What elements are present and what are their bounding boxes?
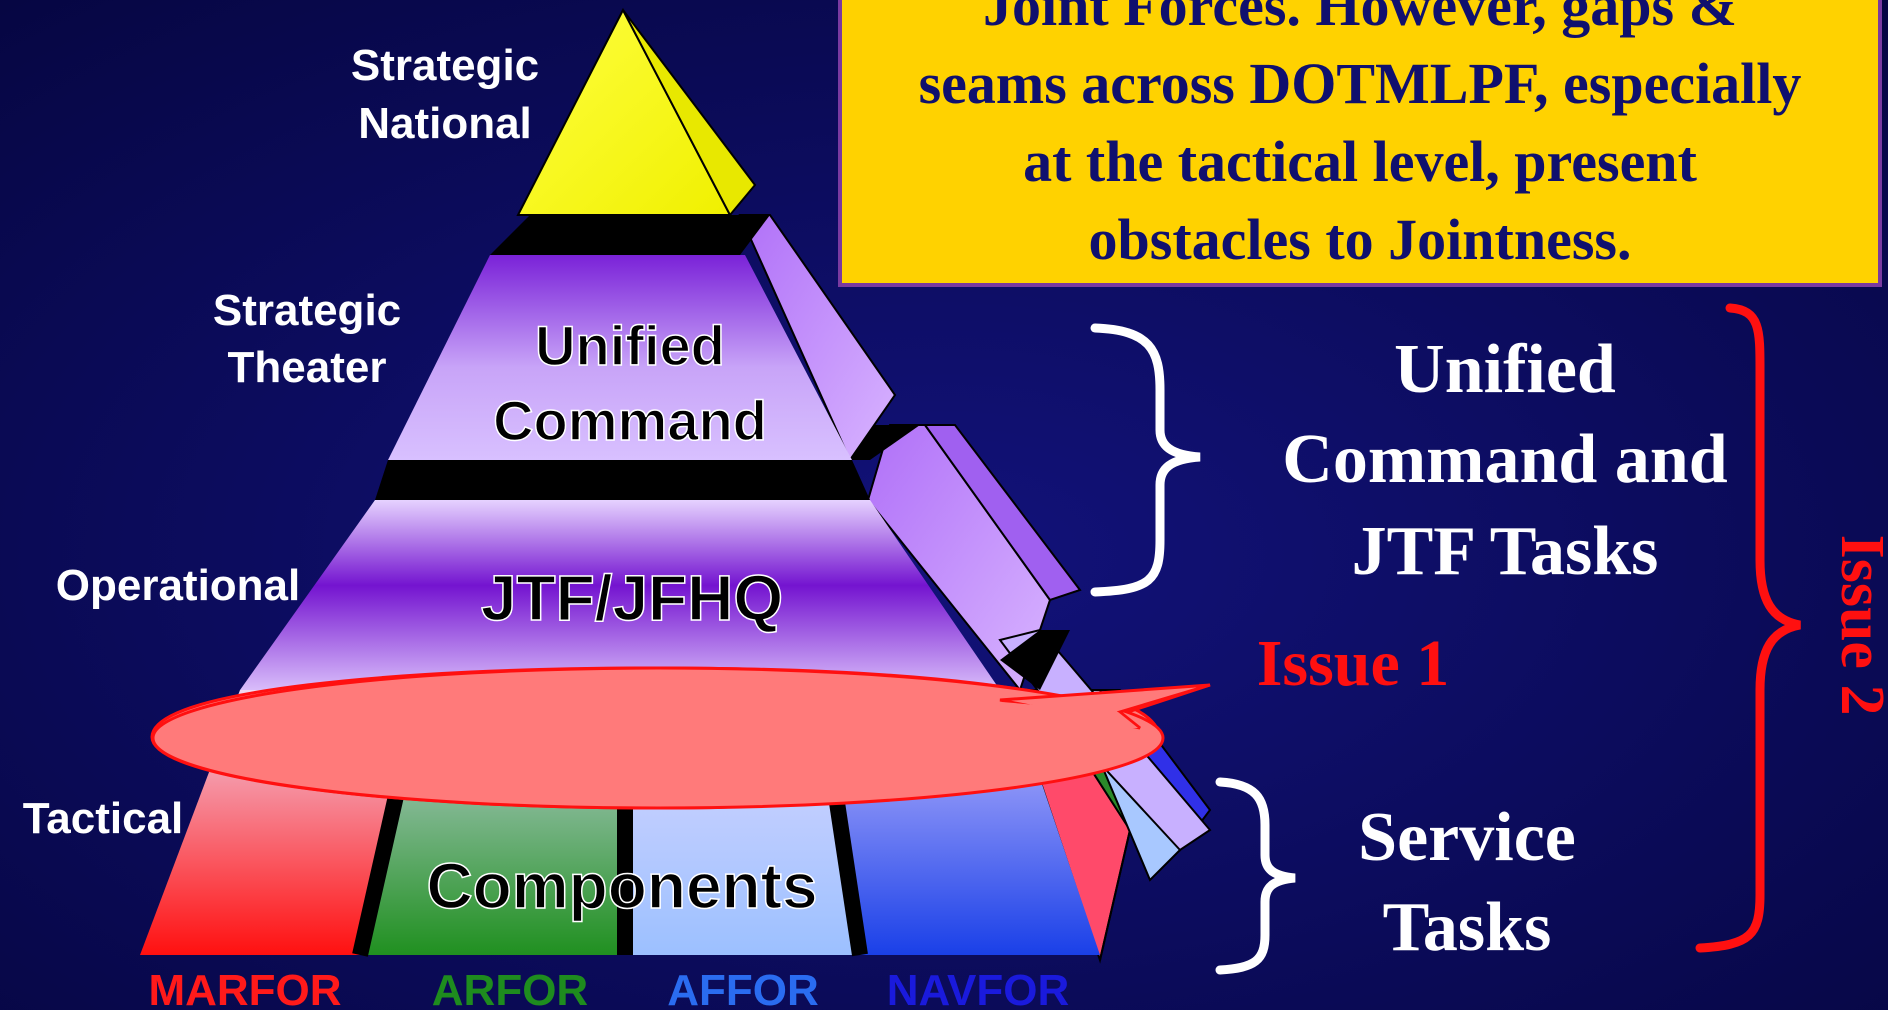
level-strategic-theater-1: Strategic <box>213 286 401 335</box>
callout-line-3: at the tactical level, present <box>1023 129 1697 194</box>
jtf-label: JTF/JFHQ <box>481 562 783 634</box>
callout-line-2: seams across DOTMLPF, especially <box>919 51 1802 116</box>
unified-command-label-1: Unified <box>535 314 725 377</box>
callout-line-4: obstacles to Jointness. <box>1089 207 1632 272</box>
callout-line-1: Joint Forces. However, gaps & <box>983 0 1737 38</box>
level-operational: Operational <box>56 561 301 610</box>
unified-command-tier <box>388 255 852 460</box>
unified-command-label-2: Command <box>493 389 767 452</box>
strategic-national-apex <box>516 7 757 217</box>
components-label: Components <box>426 850 817 922</box>
issue1-ellipse <box>151 666 1165 810</box>
level-strategic-theater-2: Theater <box>228 343 387 392</box>
level-strategic-national-2: National <box>358 99 532 148</box>
jtf-tier <box>240 500 1000 690</box>
service-tasks-line-1: Service <box>1358 799 1576 876</box>
unified-top-band <box>490 215 770 255</box>
force-label-navfor: NAVFOR <box>887 966 1070 1010</box>
service-tasks-brace <box>1215 777 1296 975</box>
issue2-brace <box>1695 303 1801 953</box>
unified-tasks-line-3: JTF Tasks <box>1352 513 1659 590</box>
level-tactical: Tactical <box>23 794 184 843</box>
unified-tasks-line-2: Command and <box>1282 421 1727 498</box>
force-label-marfor: MARFOR <box>148 966 341 1010</box>
callout-box: Joint Forces. However, gaps & seams acro… <box>838 0 1882 287</box>
unified-tasks-brace <box>1090 323 1201 597</box>
issue1-label: Issue 1 <box>1257 627 1450 700</box>
unified-jtf-band <box>375 460 870 500</box>
unified-tasks-line-1: Unified <box>1394 331 1616 408</box>
force-label-affor: AFFOR <box>667 966 819 1010</box>
issue2-label: Issue 2 <box>1828 535 1888 716</box>
service-tasks-line-2: Tasks <box>1383 889 1552 966</box>
level-strategic-national-1: Strategic <box>351 41 539 90</box>
force-label-arfor: ARFOR <box>432 966 588 1010</box>
